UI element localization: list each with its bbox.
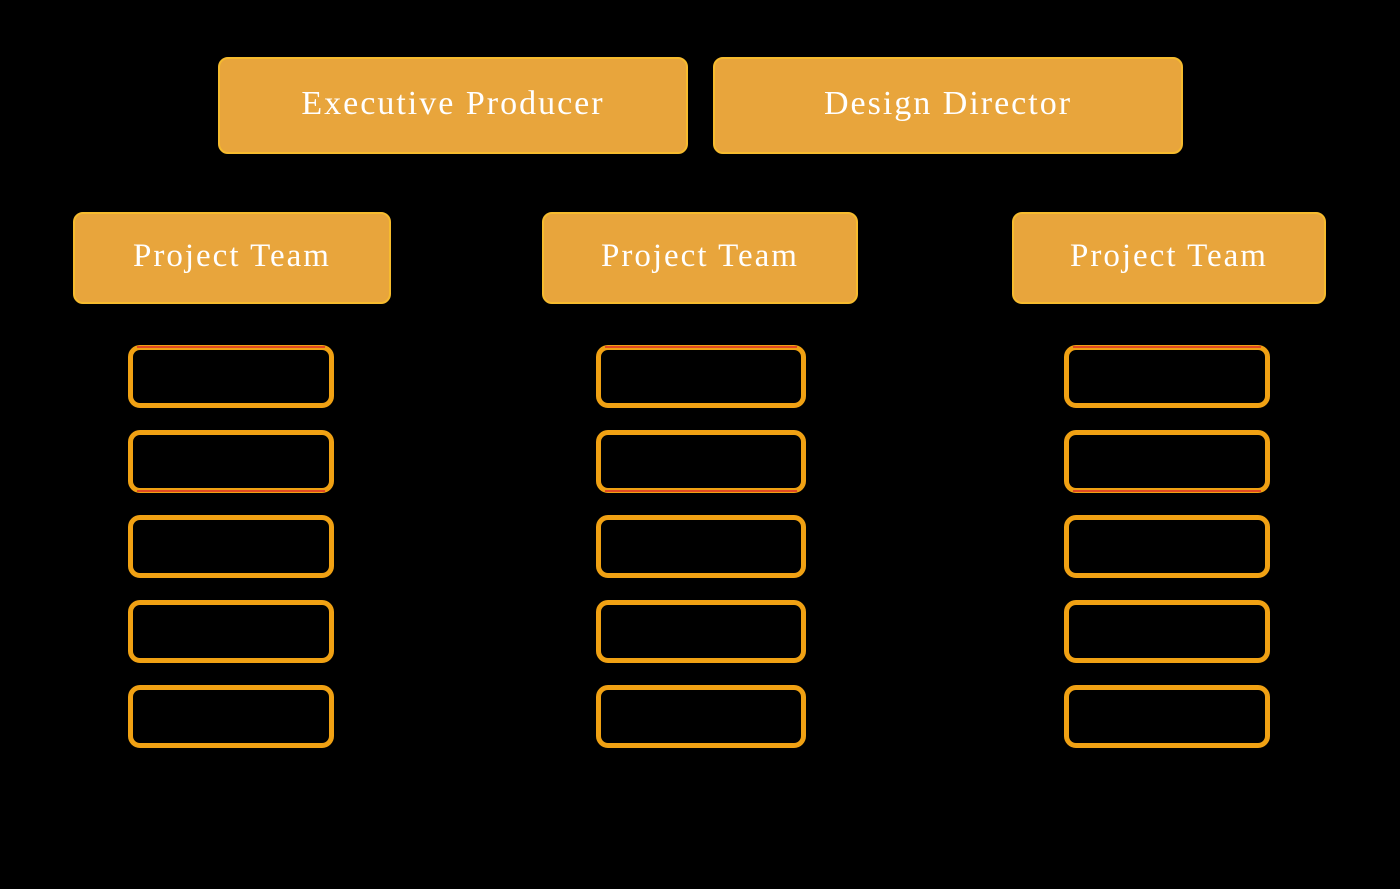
team-slots bbox=[1064, 345, 1270, 748]
empty-member-slot bbox=[596, 600, 806, 663]
empty-member-slot bbox=[1064, 430, 1270, 493]
empty-member-slot bbox=[596, 515, 806, 578]
executive-producer-label: Executive Producer bbox=[301, 84, 605, 122]
design-director-label: Design Director bbox=[823, 84, 1073, 122]
executive-producer-box: Executive Producer bbox=[218, 57, 688, 154]
project-team-label-2: Project Team bbox=[601, 237, 799, 274]
project-team-box-2: Project Team bbox=[542, 212, 858, 304]
empty-member-slot bbox=[1064, 685, 1270, 748]
design-director-box: Design Director bbox=[713, 57, 1183, 154]
empty-member-slot bbox=[596, 430, 806, 493]
empty-member-slot bbox=[1064, 515, 1270, 578]
empty-member-slot bbox=[1064, 600, 1270, 663]
empty-member-slot bbox=[596, 345, 806, 408]
empty-member-slot bbox=[128, 430, 334, 493]
empty-member-slot bbox=[128, 515, 334, 578]
project-team-box-1: Project Team bbox=[73, 212, 391, 304]
empty-member-slot bbox=[596, 685, 806, 748]
empty-member-slot bbox=[128, 600, 334, 663]
empty-member-slot bbox=[128, 345, 334, 408]
team-slots bbox=[128, 345, 334, 748]
project-team-label-1: Project Team bbox=[133, 237, 331, 274]
project-team-box-3: Project Team bbox=[1012, 212, 1326, 304]
team-slots bbox=[596, 345, 806, 748]
project-team-label-3: Project Team bbox=[1070, 237, 1268, 274]
empty-member-slot bbox=[1064, 345, 1270, 408]
empty-member-slot bbox=[128, 685, 334, 748]
